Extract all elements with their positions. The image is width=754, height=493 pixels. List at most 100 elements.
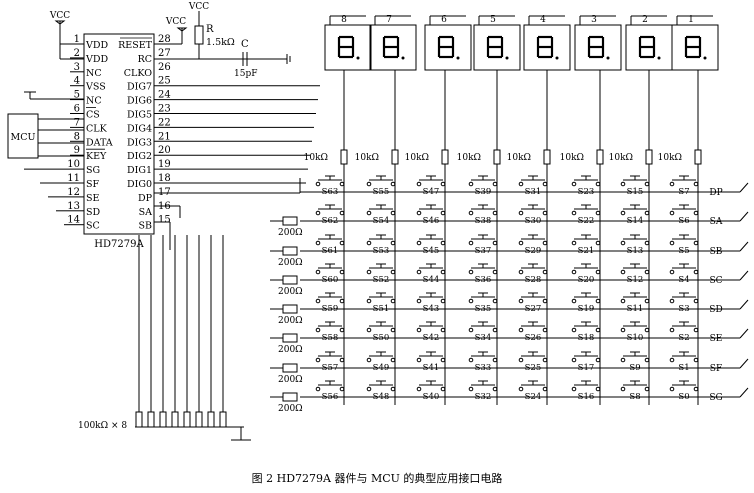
row-resistor: [282, 246, 298, 256]
segment-label: SF: [710, 364, 722, 374]
switch-label: S51: [373, 304, 390, 314]
pin-number: 6: [74, 104, 80, 115]
pin-number: 8: [74, 131, 80, 142]
digit-number: 2: [642, 15, 648, 25]
switch-contact: [644, 210, 650, 216]
switch-label: S39: [475, 187, 492, 197]
switch-contact: [620, 386, 626, 392]
switch-contact: [366, 298, 372, 304]
row-resistor-label: 200Ω: [278, 404, 303, 414]
pin-number: 13: [67, 201, 80, 212]
wire: [739, 328, 749, 339]
switch-contact: [315, 298, 321, 304]
switch-contact: [571, 298, 577, 304]
pin-label: DIG1: [127, 165, 152, 176]
switch-label: S21: [578, 246, 595, 256]
wire: [739, 241, 749, 252]
wire: [739, 358, 749, 369]
switch-label: S63: [322, 187, 339, 197]
switch-contact: [620, 240, 626, 246]
switch-contact: [492, 386, 498, 392]
col-resistor: [645, 149, 653, 165]
switch-contact: [542, 327, 548, 333]
pin-label: NC: [86, 96, 102, 107]
switch-label: S47: [423, 187, 440, 197]
col-resistor-label: 10kΩ: [457, 153, 481, 163]
pin-label: SG: [86, 165, 100, 176]
switch-contact: [390, 298, 396, 304]
switch-label: S42: [423, 333, 440, 343]
row-resistor-label: 200Ω: [278, 375, 303, 385]
switch-label: S11: [627, 304, 644, 314]
pin-number: 15: [158, 215, 171, 226]
switch-contact: [440, 386, 446, 392]
pin-label: DP: [138, 193, 153, 204]
row-resistor-label: 200Ω: [278, 316, 303, 326]
pin-label: DIG7: [127, 82, 152, 93]
switch-label: S18: [578, 333, 595, 343]
switch-contact: [339, 181, 345, 187]
pin-label: CLKO: [124, 68, 152, 79]
pin-number: 21: [158, 131, 171, 142]
digit-dp: [356, 56, 360, 60]
row-resistor: [282, 275, 298, 285]
switch-contact: [595, 327, 601, 333]
switch-contact: [492, 181, 498, 187]
switch-contact: [693, 181, 699, 187]
switch-contact: [339, 327, 345, 333]
vcc-arrow: [54, 20, 66, 25]
switch-label: S6: [678, 216, 689, 226]
switch-contact: [693, 298, 699, 304]
switch-contact: [492, 269, 498, 275]
switch-label: S54: [373, 216, 390, 226]
switch-label: S40: [423, 392, 440, 402]
switch-contact: [518, 327, 524, 333]
digit-number: 5: [490, 15, 496, 25]
switch-label: S5: [678, 246, 689, 256]
switch-label: S12: [627, 275, 644, 285]
pin-number: 2: [74, 48, 80, 59]
switch-contact: [492, 357, 498, 363]
pulldown-resistor: [135, 411, 143, 428]
switch-contact: [468, 240, 474, 246]
switch-contact: [669, 327, 675, 333]
col-resistor-label: 10kΩ: [560, 153, 584, 163]
switch-label: S24: [525, 392, 542, 402]
pin-label: NC: [86, 68, 102, 79]
switch-contact: [339, 386, 345, 392]
switch-contact: [315, 210, 321, 216]
switch-contact: [339, 298, 345, 304]
pin-label: DIG3: [127, 137, 152, 148]
switch-label: S2: [678, 333, 689, 343]
pin-label: DIG0: [127, 179, 152, 190]
switch-contact: [339, 357, 345, 363]
col-resistor: [493, 149, 501, 165]
switch-label: S29: [525, 246, 542, 256]
switch-contact: [390, 386, 396, 392]
col-resistor: [543, 149, 551, 165]
row-resistor-label: 200Ω: [278, 287, 303, 297]
chip-body: [83, 33, 155, 235]
segment-label: SE: [710, 334, 723, 344]
pin-number: 3: [74, 62, 80, 73]
switch-contact: [315, 327, 321, 333]
pin-number: 4: [74, 76, 80, 87]
switch-contact: [669, 298, 675, 304]
switch-contact: [492, 327, 498, 333]
pulldown-resistor: [183, 411, 191, 428]
switch-contact: [390, 269, 396, 275]
switch-label: S50: [373, 333, 390, 343]
switch-contact: [440, 240, 446, 246]
switch-label: S26: [525, 333, 542, 343]
col-resistor: [596, 149, 604, 165]
col-resistor: [694, 149, 702, 165]
pin-number: 11: [67, 173, 80, 184]
switch-contact: [620, 269, 626, 275]
switch-contact: [669, 210, 675, 216]
switch-contact: [669, 357, 675, 363]
switch-contact: [366, 181, 372, 187]
segment-label: SD: [709, 305, 722, 315]
switch-contact: [644, 357, 650, 363]
switch-contact: [366, 210, 372, 216]
